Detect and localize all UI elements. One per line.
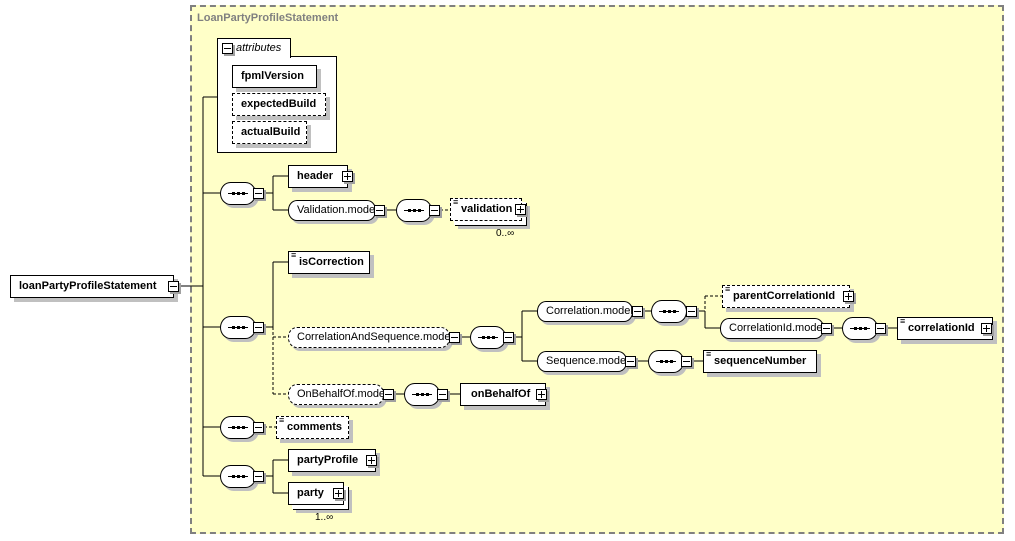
complex-type-title: LoanPartyProfileStatement: [197, 12, 339, 24]
element-on-behalf-of[interactable]: onBehalfOf: [460, 383, 546, 406]
minus-toggle-icon[interactable]: [437, 389, 448, 400]
attribute-actual-build[interactable]: actualBuild: [232, 121, 307, 144]
attributes-label: attributes: [236, 42, 282, 54]
minus-toggle-icon[interactable]: [821, 323, 832, 334]
minus-toggle-icon[interactable]: [449, 332, 460, 343]
sequence-compositor-icon: [220, 182, 256, 205]
sequence-compositor-icon: [220, 465, 256, 488]
attribute-fpml-version[interactable]: fpmlVersion: [232, 65, 317, 88]
minus-toggle-icon[interactable]: [383, 389, 394, 400]
minus-toggle-icon[interactable]: [374, 205, 385, 216]
minus-toggle-icon[interactable]: [625, 356, 636, 367]
validation-cardinality: 0..∞: [496, 228, 515, 239]
plus-toggle-icon[interactable]: [981, 323, 992, 334]
element-validation[interactable]: validation: [450, 192, 522, 221]
attribute-expected-build[interactable]: expectedBuild: [232, 93, 326, 116]
sequence-compositor-icon: [842, 317, 878, 340]
group-validation-model[interactable]: Validation.model: [288, 200, 378, 221]
minus-toggle-icon[interactable]: [681, 356, 692, 367]
group-correlation-model[interactable]: Correlation.model: [537, 301, 633, 322]
element-sequence-number[interactable]: sequenceNumber: [703, 344, 817, 373]
group-sequence-model[interactable]: Sequence.model: [537, 351, 629, 372]
plus-toggle-icon[interactable]: [536, 389, 547, 400]
sequence-compositor-icon: [648, 350, 684, 373]
minus-toggle-icon[interactable]: [253, 471, 264, 482]
sequence-compositor-icon: [396, 199, 432, 222]
element-party-profile[interactable]: partyProfile: [288, 449, 376, 472]
element-party[interactable]: party: [288, 482, 344, 505]
plus-toggle-icon[interactable]: [333, 488, 344, 499]
attributes-tab: attributes: [217, 38, 291, 58]
minus-toggle-icon[interactable]: [686, 306, 697, 317]
plus-toggle-icon[interactable]: [843, 291, 854, 302]
sequence-compositor-icon: [220, 316, 256, 339]
sequence-compositor-icon: [404, 383, 440, 406]
sequence-compositor-icon: [470, 326, 506, 349]
minus-toggle-icon[interactable]: [632, 306, 643, 317]
element-correlation-id[interactable]: correlationId: [897, 311, 993, 340]
element-header[interactable]: header: [288, 165, 348, 188]
root-element-label: loanPartyProfileStatement: [19, 280, 157, 292]
element-comments[interactable]: comments: [276, 410, 349, 439]
sequence-compositor-icon: [220, 416, 256, 439]
minus-toggle-icon[interactable]: [429, 205, 440, 216]
minus-toggle-icon[interactable]: [253, 422, 264, 433]
sequence-compositor-icon: [651, 300, 687, 323]
minus-toggle-icon[interactable]: [222, 43, 233, 54]
minus-toggle-icon[interactable]: [168, 281, 179, 292]
plus-toggle-icon[interactable]: [342, 171, 353, 182]
root-element-loan-party-profile-statement[interactable]: loanPartyProfileStatement: [10, 275, 174, 298]
group-correlation-id-model[interactable]: CorrelationId.model: [720, 318, 825, 339]
plus-toggle-icon[interactable]: [515, 204, 526, 215]
element-parent-correlation-id[interactable]: parentCorrelationId: [722, 279, 850, 308]
party-cardinality: 1..∞: [315, 512, 334, 523]
group-correlation-and-sequence-model[interactable]: CorrelationAndSequence.model: [288, 327, 453, 348]
minus-toggle-icon[interactable]: [503, 332, 514, 343]
minus-toggle-icon[interactable]: [253, 322, 264, 333]
minus-toggle-icon[interactable]: [253, 188, 264, 199]
element-is-correction[interactable]: isCorrection: [288, 245, 370, 274]
plus-toggle-icon[interactable]: [366, 455, 377, 466]
minus-toggle-icon[interactable]: [875, 323, 886, 334]
group-on-behalf-of-model[interactable]: OnBehalfOf.model: [288, 384, 388, 405]
